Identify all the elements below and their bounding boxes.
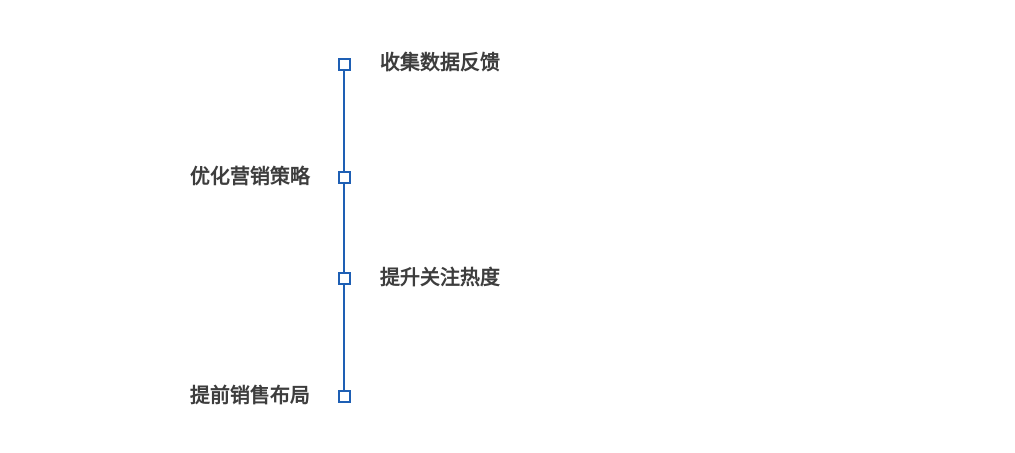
timeline-marker-3 bbox=[338, 272, 351, 285]
timeline-label-2: 优化营销策略 bbox=[190, 166, 310, 188]
timeline-label-4: 提前销售布局 bbox=[190, 385, 310, 407]
timeline-label-3: 提升关注热度 bbox=[380, 267, 500, 289]
timeline-marker-2 bbox=[338, 171, 351, 184]
timeline-label-1: 收集数据反馈 bbox=[380, 52, 500, 74]
timeline-axis-line bbox=[343, 64, 345, 396]
timeline-marker-1 bbox=[338, 58, 351, 71]
timeline-marker-4 bbox=[338, 390, 351, 403]
